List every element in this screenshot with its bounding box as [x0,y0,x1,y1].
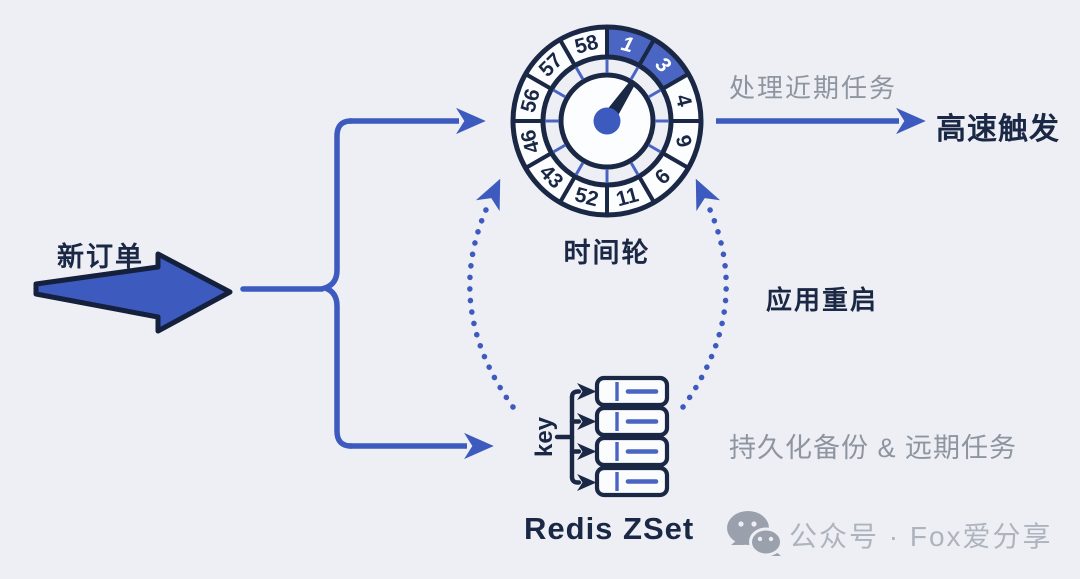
wheel-spoke [647,143,662,154]
wheel-spoke [552,143,567,154]
branch-brace [316,107,494,460]
zset-row [594,465,670,498]
wheel-spoke [574,66,585,81]
wheel-cell-label: 1 [619,32,636,57]
zset-icon [554,375,670,498]
fast-path-caption: 处理近期任务 [729,73,898,103]
restore-arc-right [680,178,729,410]
wheel-outer-ring [510,24,704,218]
wheel-cell-label: 9 [671,133,696,150]
zset-row [594,405,670,438]
zset-key-bracket [554,382,597,492]
watermark-text: 公众号 · Fox爱分享 [789,521,1053,552]
zset-key-label: key [531,416,558,458]
wheel-spoke [552,88,567,99]
fast-trigger-result: 高速触发 [936,113,1060,146]
new-order-arrow [33,251,325,334]
wheel-spoke [574,161,585,176]
wheel-spoke [629,161,640,176]
wheel-spoke [629,66,640,81]
zset-rows [594,375,670,498]
wheel-spoke [647,88,662,99]
zset-title: Redis ZSet [524,511,695,546]
wheel-center-dot [593,107,621,135]
wheel-inner-ring [540,54,674,188]
time-wheel-label: 时间轮 [563,238,651,268]
zset-row [594,435,670,468]
restore-arc-left [467,178,516,410]
new-order-label: 新订单 [57,242,144,272]
zset-caption: 持久化备份 & 远期任务 [729,433,1018,463]
wechat-icon [727,511,783,557]
app-restart-label: 应用重启 [766,285,879,315]
zset-row [594,375,670,408]
